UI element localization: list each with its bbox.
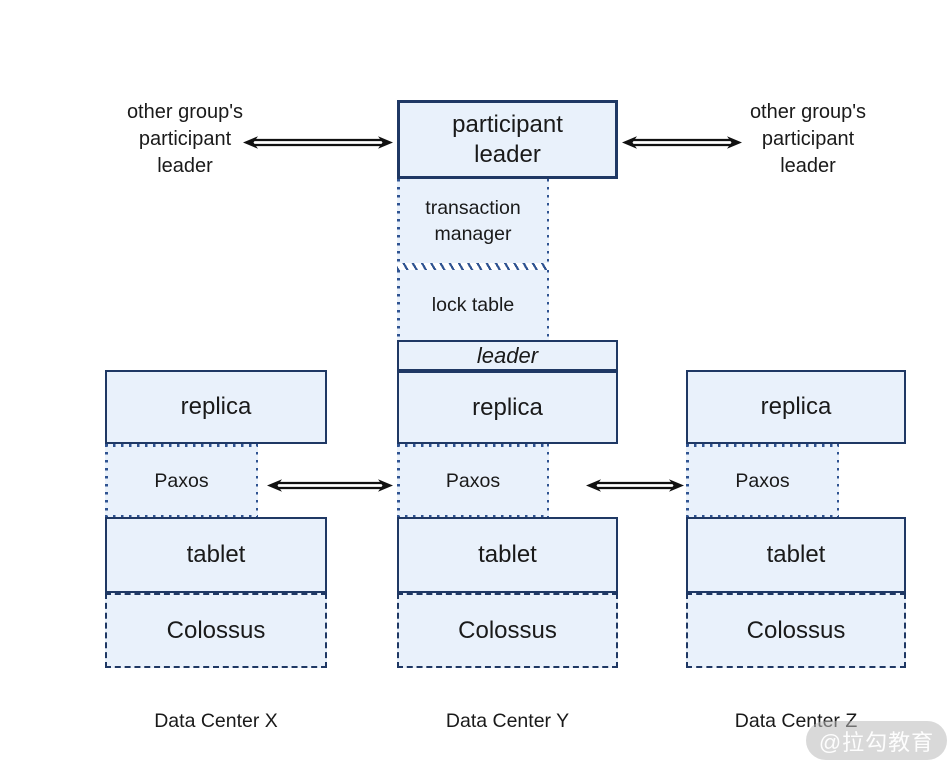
lock-table-label: lock table bbox=[431, 294, 515, 316]
leader-replica-divider bbox=[399, 369, 616, 373]
dotted-border-right bbox=[255, 444, 258, 517]
dotted-border-bottom bbox=[686, 514, 839, 517]
leader-replica-box: leader replica bbox=[397, 340, 618, 444]
tablet-box-x: tablet bbox=[105, 517, 327, 593]
dotted-border-right bbox=[546, 270, 549, 340]
double-arrow-icon-top-right bbox=[622, 136, 742, 149]
lock-table-region: lock table bbox=[397, 270, 549, 340]
datacenter-label-y: Data Center Y bbox=[445, 710, 570, 732]
dotted-border-right bbox=[546, 444, 549, 517]
paxos-region-x: Paxos bbox=[105, 444, 258, 517]
paxos-label-y: Paxos bbox=[445, 469, 501, 492]
transaction-manager-label: transaction manager bbox=[425, 197, 521, 245]
replica-box-z: replica bbox=[686, 370, 906, 444]
hatch-divider bbox=[397, 263, 549, 270]
colossus-box-z: Colossus bbox=[686, 593, 906, 668]
dotted-border-bottom bbox=[397, 514, 549, 517]
replica-box-y: replica bbox=[472, 393, 543, 421]
other-groups-leader-label-right: other group's participant leader bbox=[749, 101, 867, 177]
watermark-badge: @拉勾教育 bbox=[806, 721, 947, 760]
colossus-box-x: Colossus bbox=[105, 593, 327, 668]
dotted-border-left bbox=[397, 179, 400, 263]
double-arrow-icon-paxos-right bbox=[586, 479, 684, 492]
double-arrow-icon-top-left bbox=[243, 136, 393, 149]
dotted-border-top bbox=[105, 444, 258, 447]
colossus-box-y: Colossus bbox=[397, 593, 618, 668]
datacenter-label-x: Data Center X bbox=[154, 710, 278, 732]
dotted-border-top bbox=[397, 444, 549, 447]
tablet-box-z: tablet bbox=[686, 517, 906, 593]
dotted-border-right bbox=[546, 179, 549, 263]
dotted-border-left bbox=[105, 444, 108, 517]
dotted-border-left bbox=[397, 270, 400, 340]
other-groups-leader-label-left: other group's participant leader bbox=[126, 101, 244, 177]
paxos-region-y: Paxos bbox=[397, 444, 549, 517]
paxos-region-z: Paxos bbox=[686, 444, 839, 517]
dotted-border-left bbox=[397, 444, 400, 517]
leader-row: leader bbox=[476, 342, 539, 368]
replica-box-x: replica bbox=[105, 370, 327, 444]
paxos-label-z: Paxos bbox=[735, 469, 790, 492]
dotted-border-top bbox=[686, 444, 839, 447]
double-arrow-icon-paxos-left bbox=[267, 479, 393, 492]
participant-leader-box: participant leader bbox=[397, 100, 618, 179]
transaction-manager-region: transaction manager bbox=[397, 179, 549, 263]
paxos-label-x: Paxos bbox=[154, 469, 209, 492]
tablet-box-y: tablet bbox=[397, 517, 618, 593]
dotted-border-right bbox=[836, 444, 839, 517]
dotted-border-bottom bbox=[105, 514, 258, 517]
dotted-border-left bbox=[686, 444, 689, 517]
